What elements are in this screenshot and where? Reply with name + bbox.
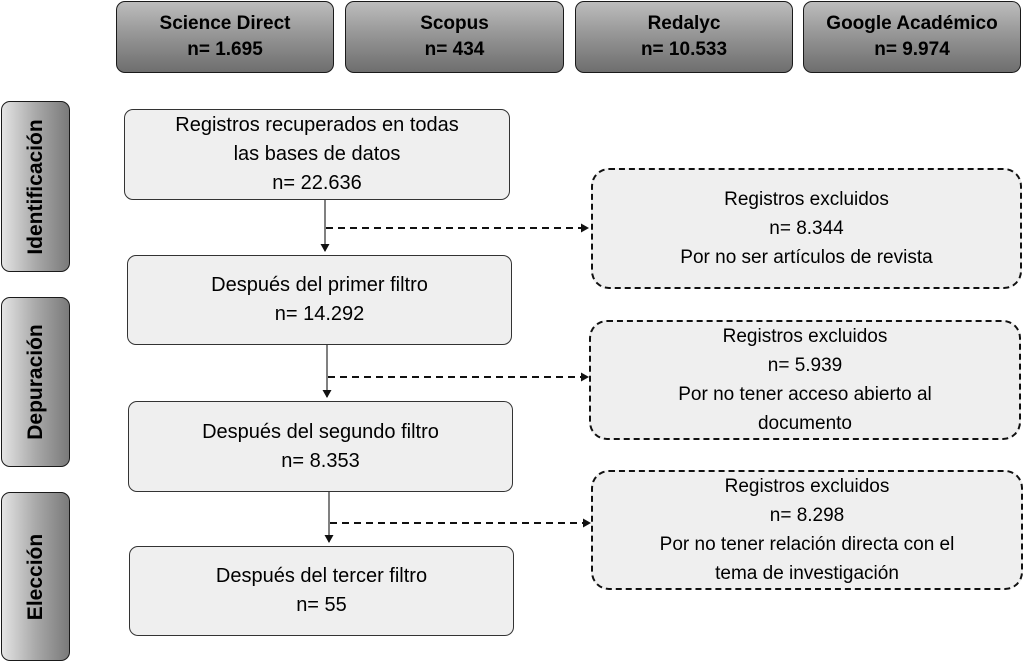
excluded-count: n= 8.298: [769, 505, 845, 526]
source-name: Science Direct: [159, 13, 291, 34]
excluded-reason: tema de investigación: [715, 563, 899, 584]
excluded-count: n= 5.939: [767, 355, 843, 376]
excluded-count: n= 8.344: [769, 218, 844, 239]
stage-depuracion: Depuración: [1, 297, 70, 467]
source-name: Redalyc: [647, 13, 721, 34]
flow-count: n= 22.636: [272, 172, 362, 194]
source-count: n= 9.974: [874, 39, 950, 60]
flow-box-registros-recuperados: Registros recuperados en todas las bases…: [124, 109, 510, 200]
flow-box-segundo-filtro: Después del segundo filtro n= 8.353: [128, 401, 513, 492]
excluded-title: Registros excluidos: [724, 189, 889, 210]
excluded-box-3: Registros excluidos n= 8.298 Por no tene…: [591, 470, 1023, 590]
source-science-direct: Science Direct n= 1.695: [116, 1, 334, 73]
source-name: Scopus: [420, 13, 489, 34]
flow-count: n= 14.292: [274, 303, 365, 325]
excluded-title: Registros excluidos: [722, 326, 888, 347]
flow-box-primer-filtro: Después del primer filtro n= 14.292: [127, 255, 512, 345]
source-name: Google Académico: [826, 13, 998, 34]
flow-text: Registros recuperados en todas: [175, 114, 459, 136]
source-redalyc: Redalyc n= 10.533: [575, 1, 793, 73]
stage-eleccion: Elección: [1, 492, 70, 661]
source-count: n= 434: [424, 39, 485, 60]
excluded-reason: Por no tener relación directa con el: [659, 534, 955, 555]
flow-text: Después del primer filtro: [211, 274, 428, 296]
source-scopus: Scopus n= 434: [345, 1, 564, 73]
excluded-reason: documento: [757, 413, 852, 434]
flow-text: Después del segundo filtro: [202, 420, 439, 443]
source-count: n= 10.533: [640, 39, 728, 60]
excluded-box-2: Registros excluidos n= 5.939 Por no tene…: [589, 320, 1021, 440]
flow-box-tercer-filtro: Después del tercer filtro n= 55: [129, 546, 514, 636]
flow-count: n= 55: [296, 594, 347, 616]
flow-text: las bases de datos: [233, 143, 401, 165]
source-count: n= 1.695: [187, 39, 263, 60]
excluded-title: Registros excluidos: [724, 476, 890, 497]
excluded-reason: Por no ser artículos de revista: [680, 247, 933, 268]
flow-text: Después del tercer filtro: [215, 565, 428, 587]
excluded-reason: Por no tener acceso abierto al: [678, 384, 932, 405]
excluded-box-1: Registros excluidos n= 8.344 Por no ser …: [591, 168, 1022, 289]
flow-count: n= 8.353: [281, 449, 360, 472]
stage-identificacion: Identificación: [1, 101, 70, 272]
source-google-academico: Google Académico n= 9.974: [803, 1, 1021, 73]
